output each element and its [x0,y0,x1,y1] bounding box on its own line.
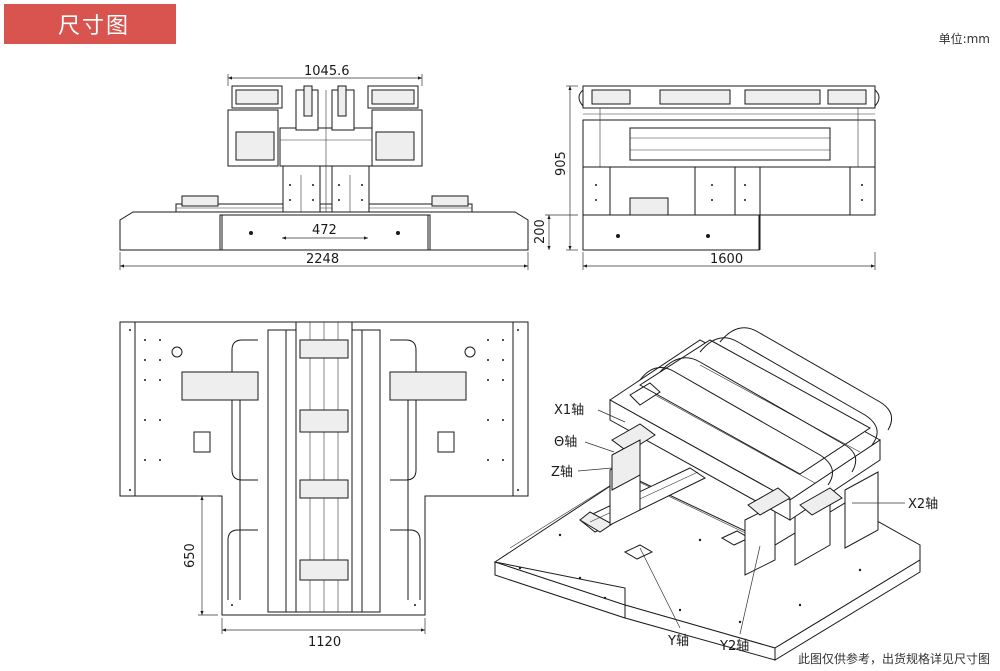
dim-front-total-width: 2248 [306,252,339,267]
front-view [119,74,529,270]
dim-side-width: 1600 [710,252,743,267]
dim-plan-stem-height: 650 [183,543,198,568]
section-title: 尺寸图 [58,14,131,39]
unit-label: 单位:mm [938,32,990,46]
dim-side-height: 905 [554,151,569,176]
dim-plan-stem-width: 1120 [308,635,341,650]
plan-view [119,321,529,634]
footer-note: 此图仅供参考，出货规格详见尺寸图 [797,652,990,666]
section-title-badge: 尺寸图 [4,4,176,44]
axis-label-theta: Θ轴 [554,435,577,450]
axis-label-y: Y轴 [667,634,689,649]
axis-label-z: Z轴 [551,465,573,480]
axis-label-x2: X2轴 [908,497,938,512]
dim-front-inner-width: 472 [312,223,337,238]
isometric-view [493,327,921,661]
axis-label-x1: X1轴 [554,403,584,418]
axis-label-y2: Y2轴 [719,639,749,654]
dim-side-base-height: 200 [533,219,548,244]
side-view [545,85,880,270]
dim-front-top-width: 1045.6 [304,64,350,79]
